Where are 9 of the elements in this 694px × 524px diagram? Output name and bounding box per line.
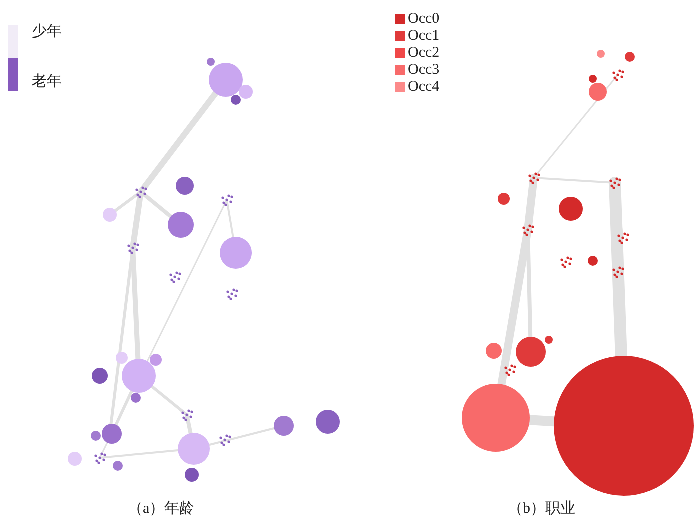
legend-label: Occ4 — [408, 80, 440, 95]
legend-label: 老年 — [32, 75, 62, 90]
legend-label: Occ2 — [408, 46, 440, 61]
legend-label: 少年 — [32, 25, 62, 40]
legend-label: Occ3 — [408, 63, 440, 78]
legend-label: Occ1 — [408, 29, 440, 44]
panel-caption: （b）职业 — [508, 502, 576, 517]
legend-label: Occ0 — [408, 12, 440, 27]
panel-caption: （a）年龄 — [128, 502, 195, 517]
